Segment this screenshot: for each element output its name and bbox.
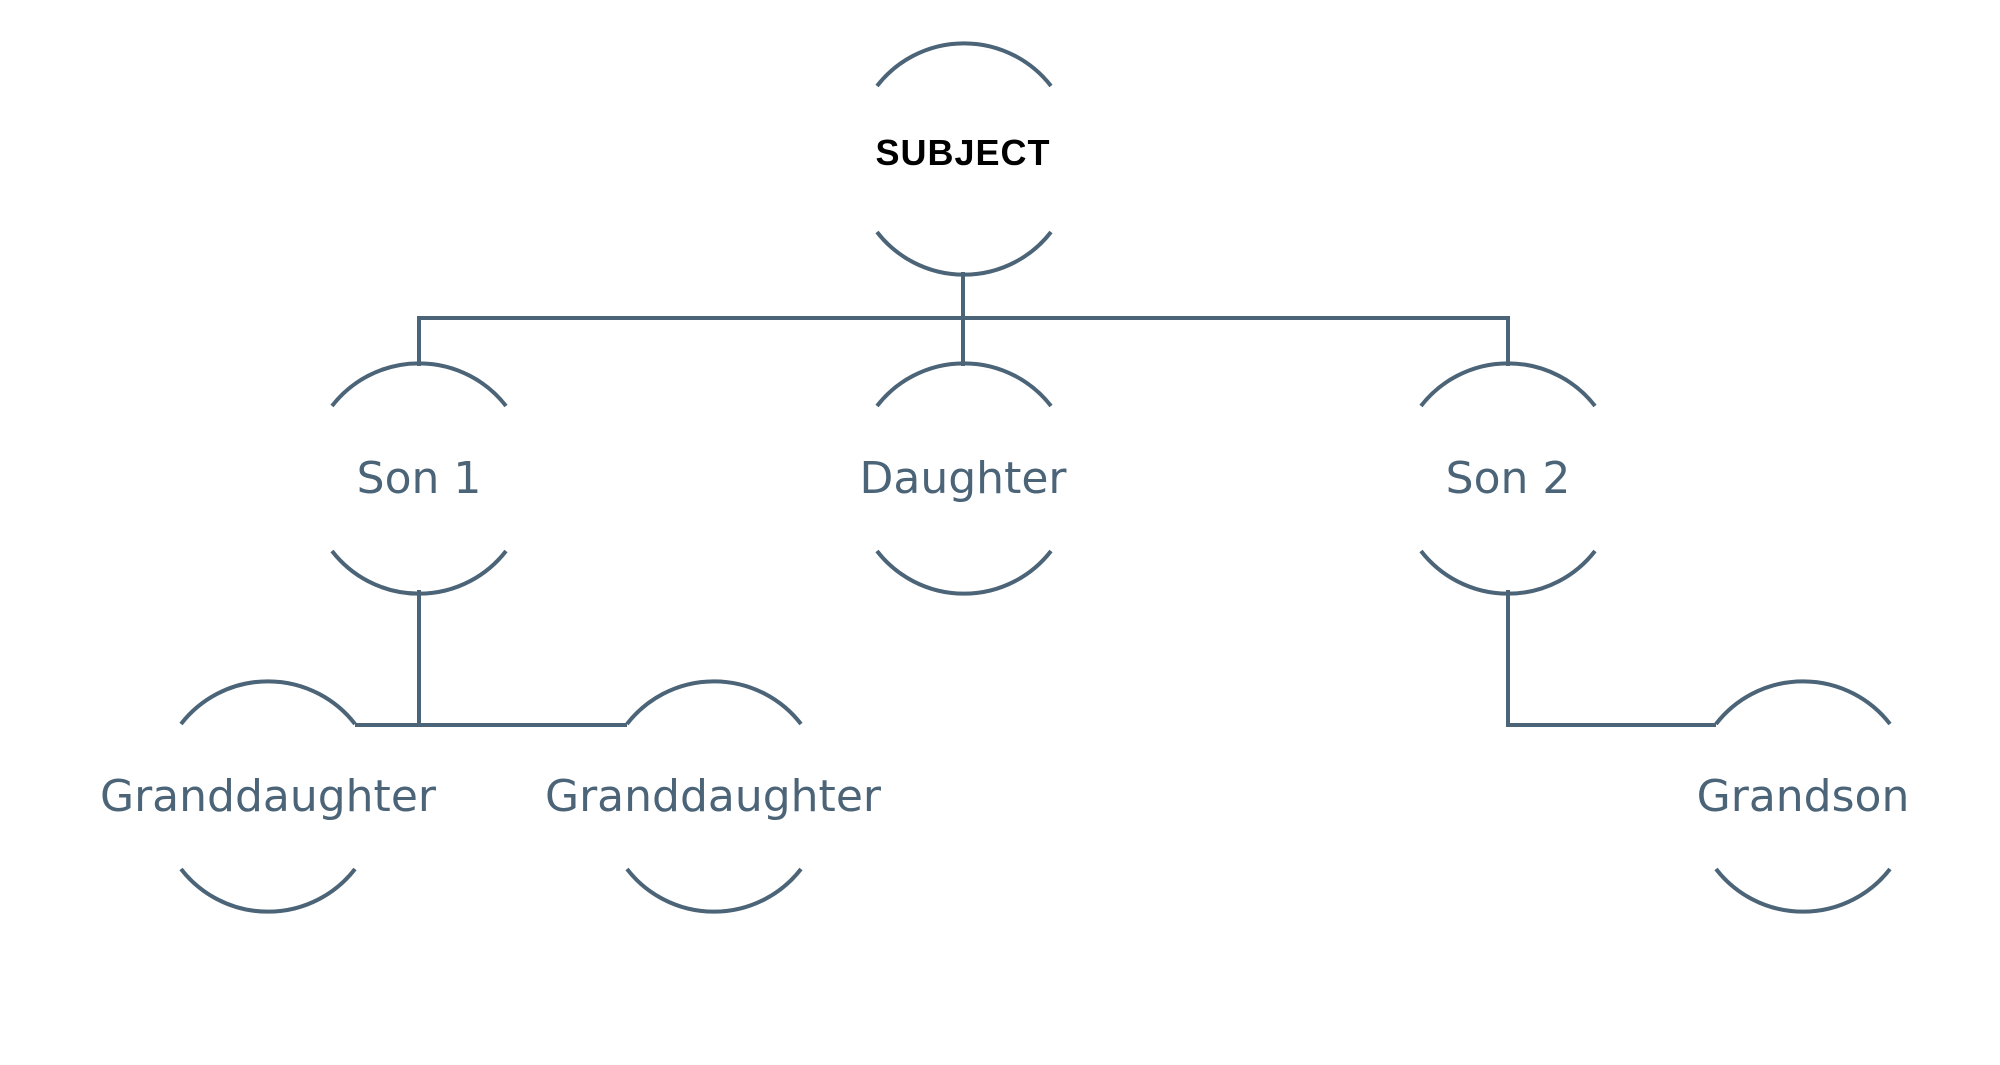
connectors xyxy=(355,272,1716,727)
node-son-2-label: Son 2 xyxy=(1446,453,1571,504)
node-subject: SUBJECT xyxy=(875,41,1053,277)
connector-son2-children xyxy=(1506,590,1716,727)
node-daughter: Daughter xyxy=(860,361,1068,596)
node-son-2: Son 2 xyxy=(1419,361,1597,596)
connector-son1-children xyxy=(355,590,627,727)
node-grandson-label: Grandson xyxy=(1697,771,1910,822)
node-granddaughter-2-label: Granddaughter xyxy=(545,771,882,822)
node-granddaughter-2-top-arc xyxy=(625,679,803,726)
node-son-1-bottom-arc xyxy=(330,549,508,596)
node-granddaughter-1-label: Granddaughter xyxy=(100,771,437,822)
node-daughter-label: Daughter xyxy=(860,453,1068,504)
node-son-1: Son 1 xyxy=(330,361,508,596)
node-granddaughter-1-bottom-arc xyxy=(179,867,357,914)
node-subject-label: SUBJECT xyxy=(875,132,1050,173)
node-son-1-top-arc xyxy=(330,361,508,408)
node-grandson-top-arc xyxy=(1714,679,1892,726)
node-subject-top-arc xyxy=(875,41,1053,88)
node-daughter-bottom-arc xyxy=(875,549,1053,596)
node-subject-bottom-arc xyxy=(875,230,1053,277)
node-son-1-label: Son 1 xyxy=(357,453,482,504)
node-daughter-top-arc xyxy=(875,361,1053,408)
node-granddaughter-1-top-arc xyxy=(179,679,357,726)
node-granddaughter-2: Granddaughter xyxy=(545,679,882,914)
node-granddaughter-1: Granddaughter xyxy=(100,679,437,914)
node-grandson: Grandson xyxy=(1697,679,1910,914)
node-granddaughter-2-bottom-arc xyxy=(625,867,803,914)
node-son-2-bottom-arc xyxy=(1419,549,1597,596)
connector-subject-children xyxy=(417,272,1510,366)
node-son-2-top-arc xyxy=(1419,361,1597,408)
node-grandson-bottom-arc xyxy=(1714,867,1892,914)
